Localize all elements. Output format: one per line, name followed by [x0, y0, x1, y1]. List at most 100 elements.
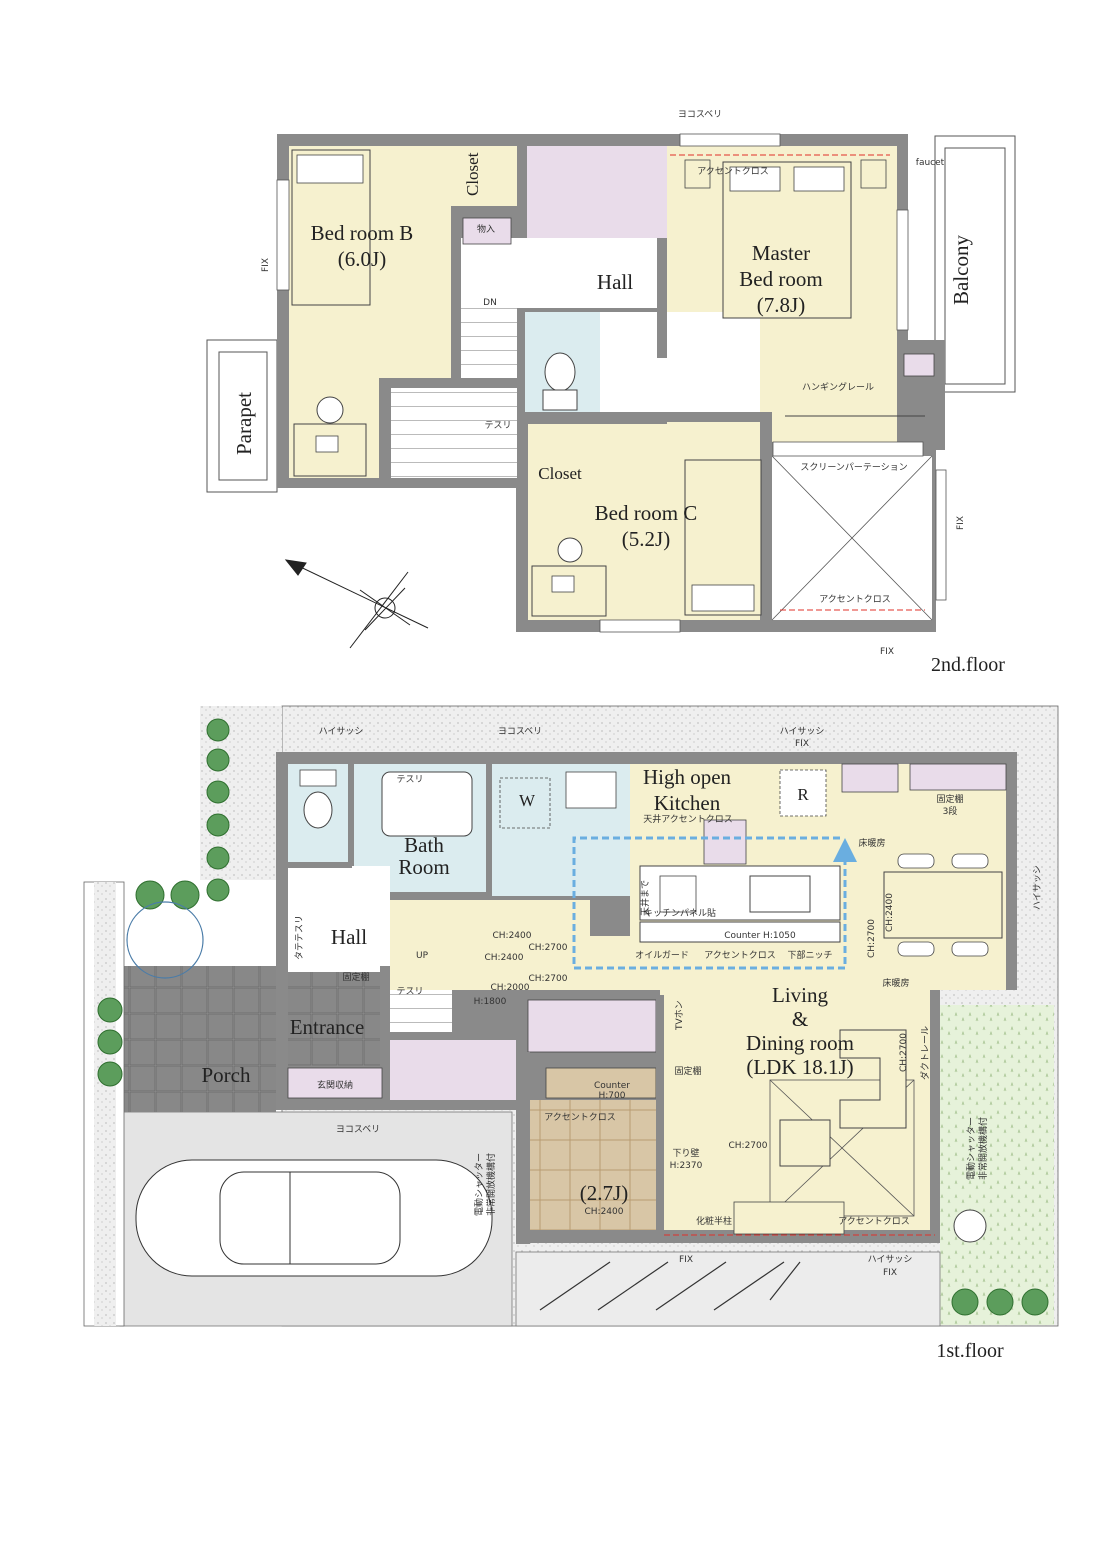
hall-2f-floor [455, 238, 660, 308]
second-floor: Bed room B (6.0J) Closet 物入 Hall Master … [206, 110, 1016, 676]
note-tenjo-made: 天井まで [639, 880, 651, 916]
note-fix-bottom: FIX [679, 1255, 693, 1265]
note-accent-cross-l: アクセントクロス [838, 1216, 910, 1227]
master-label-2: Bed room [739, 267, 822, 291]
note-haisasshi-1: ハイサッシ [319, 726, 364, 737]
note-sagari-kabe: 下り壁 [672, 1147, 699, 1159]
shrub-icon [126, 901, 204, 979]
tatami-size: (2.7J) [580, 1181, 628, 1205]
note-ch2400a: CH:2400 [493, 931, 532, 941]
note-ch2400-t: CH:2400 [585, 1207, 624, 1217]
tree-icon [97, 718, 1049, 1316]
compass-rose-icon [284, 559, 429, 649]
tatami-room [530, 1100, 656, 1230]
note-oil-guard: オイルガード [635, 950, 689, 961]
note-accent-cross-t: アクセントクロス [544, 1112, 616, 1123]
note-accent-cross-2f-1: アクセントクロス [697, 166, 769, 177]
bedroom-b-label: Bed room B [311, 221, 414, 245]
closet-1f [527, 999, 657, 1053]
note-tesuri-stair: テスリ [396, 986, 423, 997]
closet-b-floor [451, 146, 521, 206]
storage-label: 物入 [477, 223, 495, 235]
note-kotei-dana-w: 固定棚 [674, 1065, 701, 1077]
living-label-3: Dining room [746, 1031, 854, 1055]
note-ch2700-k: CH:2700 [867, 919, 877, 958]
note-shutter-left-1: 電動シャッター [474, 1153, 485, 1216]
second-floor-label: 2nd.floor [931, 654, 1005, 676]
porch-tiles [124, 966, 276, 1112]
note-hanging-rail: ハンギングレール [802, 381, 874, 393]
parapet-label: Parapet [232, 392, 256, 455]
note-duct-rail: ダクトレール [919, 1026, 931, 1080]
fridge-label: R [797, 785, 809, 804]
note-fix-2f-bottom: FIX [880, 647, 894, 657]
note-tenjo-accent: 天井アクセントクロス [643, 813, 733, 825]
bedroom-c-size: (5.2J) [622, 527, 670, 551]
note-accent-cross-2f-2: アクセントクロス [819, 594, 891, 605]
note-ch2400-d: CH:2400 [885, 893, 895, 932]
note-fix-top: FIX [795, 739, 809, 749]
note-up: UP [416, 951, 429, 961]
note-kabu-niche: 下部ニッチ [787, 949, 832, 961]
note-yokosuberi-top: ヨコスベリ [498, 727, 542, 737]
genkan-storage [287, 1067, 383, 1099]
note-counter-h1050: Counter H:1050 [724, 931, 796, 941]
bicycle-area [515, 1251, 941, 1327]
circulation-path [572, 836, 857, 970]
note-fix-bottom2: FIX [883, 1268, 897, 1278]
dining-table [883, 871, 1003, 939]
note-shutter-left-2: 非常開放機構付 [485, 1153, 497, 1216]
note-ch2700-r: CH:2700 [899, 1033, 909, 1072]
hall-2f-lower [600, 312, 760, 422]
hall-1f-floor [288, 866, 390, 972]
bedroom-b-size: (6.0J) [338, 247, 386, 271]
under-stair-storage [390, 1040, 516, 1100]
note-kotei-dana-3: 固定棚 [936, 793, 963, 805]
note-kitchen-panel: キッチンパネル貼 [644, 907, 716, 919]
note-fix-2f-right: FIX [956, 516, 966, 530]
note-dan3: 3段 [943, 805, 958, 817]
note-ch2700b: CH:2700 [529, 974, 568, 984]
master-size: (7.8J) [757, 293, 805, 317]
car-icon [135, 1159, 493, 1277]
bedroom-c-label: Bed room C [595, 501, 698, 525]
yard-grass [940, 1005, 1054, 1325]
note-tv-hon: TVホン [674, 1000, 685, 1031]
note-ch2700a: CH:2700 [529, 943, 568, 953]
note-fix-2f-left: FIX [261, 258, 271, 272]
note-yuka-danbo-1: 床暖房 [858, 837, 885, 849]
first-floor-label: 1st.floor [936, 1340, 1004, 1362]
entrance-label: Entrance [290, 1015, 365, 1039]
note-ch2700-l: CH:2700 [729, 1141, 768, 1151]
living-label-2: & [792, 1007, 808, 1031]
ldk-size: (LDK 18.1J) [746, 1055, 853, 1079]
porch-label: Porch [202, 1063, 251, 1087]
closet-hall-floor [527, 146, 667, 240]
kitchen-label-2: Kitchen [654, 791, 721, 815]
note-tesuri-bath: テスリ [396, 774, 423, 785]
note-kotei-dana-entry: 固定棚 [342, 971, 369, 983]
first-floor: High open Kitchen Bath Room Hall Entranc… [83, 705, 1059, 1362]
note-genkan-shuno: 玄関収納 [317, 1079, 353, 1091]
note-yokosuberi-bottom: ヨコスベリ [336, 1125, 380, 1135]
stair-2f-upper [455, 308, 517, 408]
hall-1f-label: Hall [331, 925, 367, 949]
note-haisasshi-right: ハイサッシ [1032, 865, 1043, 910]
note-counter: Counter [594, 1081, 630, 1091]
note-haisasshi-2: ハイサッシ [780, 726, 825, 737]
note-accent-cross-k: アクセントクロス [704, 950, 776, 961]
note-shutter-right-1: 電動シャッター [966, 1117, 977, 1180]
bicycle-icon [539, 1261, 801, 1311]
closet-b-label: Closet [463, 152, 482, 196]
note-ch2400b: CH:2400 [485, 953, 524, 963]
note-dn: DN [483, 298, 497, 308]
note-h700: H:700 [599, 1091, 626, 1101]
note-tesuri-2f: テスリ [484, 420, 511, 431]
note-yuka-danbo-2: 床暖房 [882, 977, 909, 989]
note-h1800: H:1800 [474, 997, 507, 1007]
note-screen-partition: スクリーンパーテーション [800, 462, 907, 473]
note-ch2000: CH:2000 [491, 983, 530, 993]
bath-label-1: Bath [404, 833, 444, 857]
master-label-1: Master [752, 241, 810, 265]
